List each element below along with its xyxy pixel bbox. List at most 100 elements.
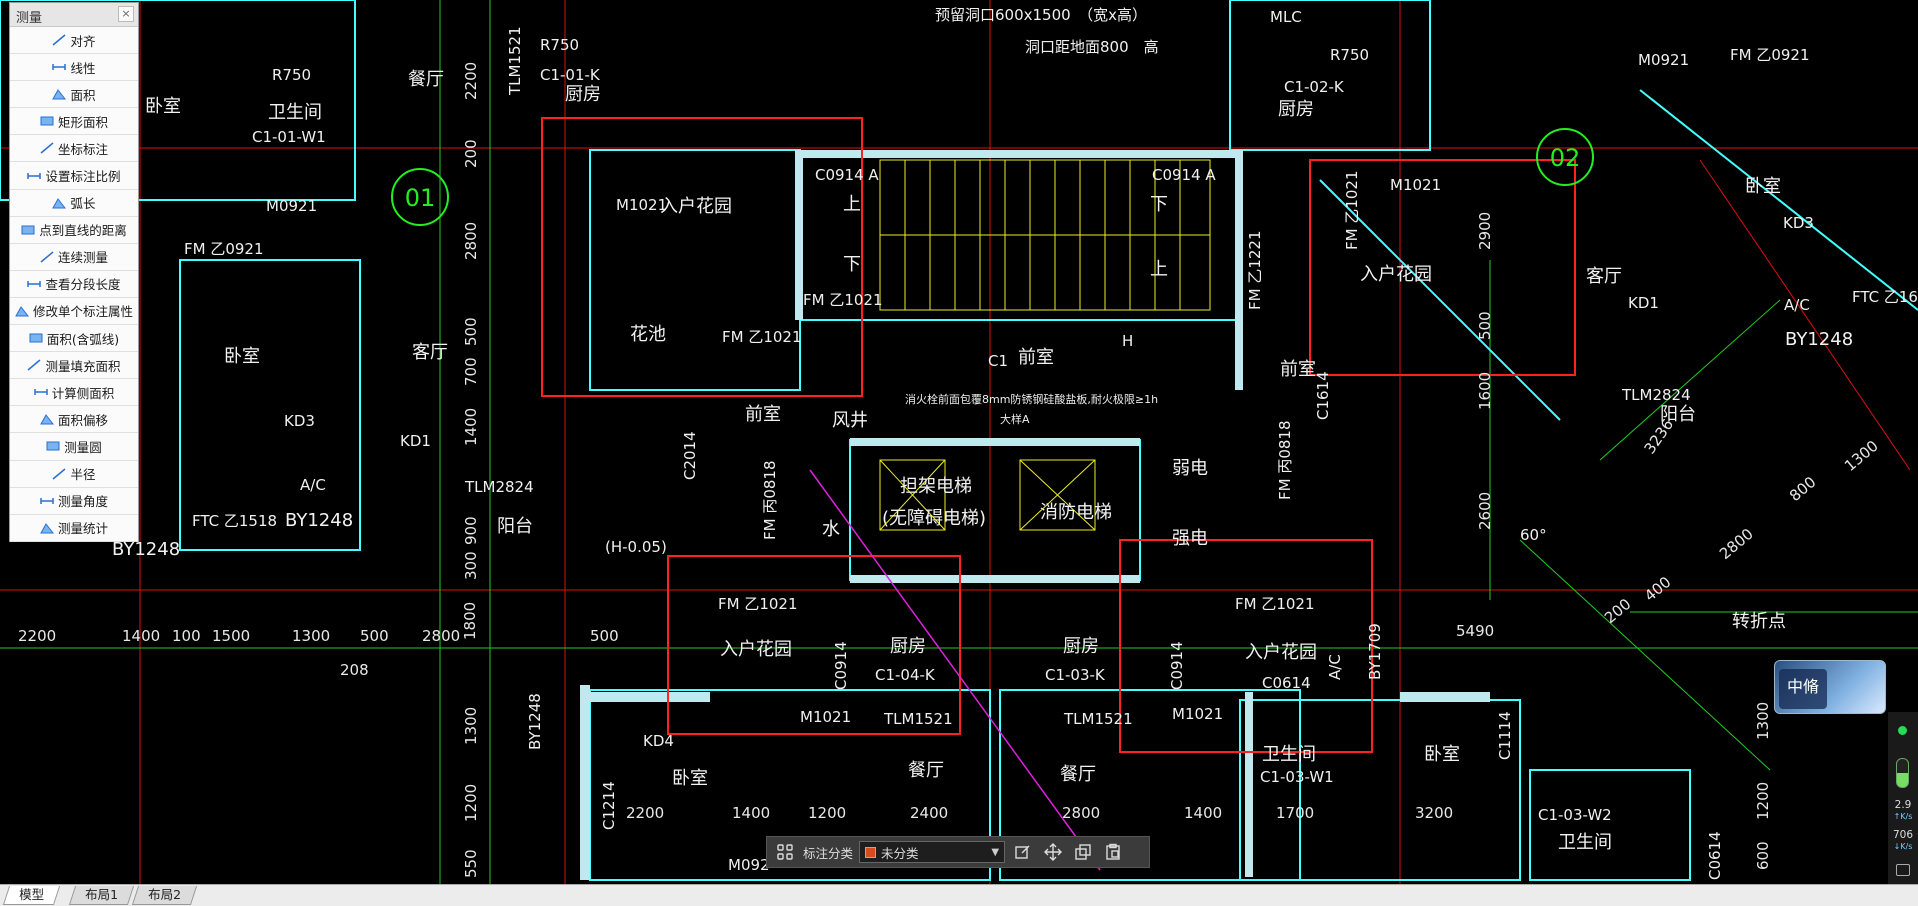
measure-item-scale[interactable]: 设置标注比例 [10,162,138,190]
move-icon[interactable] [1041,841,1065,863]
svg-text:2400: 2400 [910,804,948,822]
cad-drawing-canvas[interactable]: 卧室 卫生间 C1-01-W1 R750 餐厅 厨房 C1-01-K R750 … [0,0,1918,884]
svg-text:A/C: A/C [1326,654,1344,680]
svg-text:上: 上 [843,194,861,215]
svg-text:下: 下 [1150,194,1168,215]
svg-text:前室: 前室 [1018,347,1054,368]
svg-text:预留洞口600x1500 （宽x高）: 预留洞口600x1500 （宽x高） [935,6,1147,24]
svg-text:卫生间: 卫生间 [268,102,322,123]
tab-layout-1[interactable]: 布局1 [68,886,135,905]
area-offset-icon [40,413,55,425]
measure-item-area-offset[interactable]: 面积偏移 [10,406,138,434]
svg-text:餐厅: 餐厅 [908,760,944,781]
svg-text:消防电梯: 消防电梯 [1040,502,1112,523]
svg-text:C0614: C0614 [1706,831,1724,880]
close-icon[interactable]: × [118,6,134,22]
svg-text:C1214: C1214 [600,781,618,830]
category-label: 标注分类 [803,845,854,861]
svg-text:厨房: 厨房 [565,84,601,105]
svg-text:C1: C1 [988,352,1008,370]
copy-icon[interactable] [1071,841,1095,863]
measure-item-arc-length[interactable]: 弧长 [10,189,138,217]
measure-item-fill-area[interactable]: 测量填充面积 [10,352,138,380]
measure-item-statistics[interactable]: 测量统计 [10,514,138,542]
svg-text:700: 700 [462,357,480,386]
svg-text:M1021: M1021 [1390,176,1441,194]
continuous-measure-icon [40,251,54,263]
svg-text:FM 乙1021: FM 乙1021 [803,291,883,309]
measure-item-label: 对齐 [70,33,96,49]
measure-panel-header[interactable]: 测量 × [10,3,138,27]
svg-text:R750: R750 [272,66,311,84]
measure-panel-title: 测量 [16,11,43,26]
measure-item-rect-area[interactable]: 矩形面积 [10,108,138,136]
linear-dimension-icon [52,61,67,73]
svg-text:2200: 2200 [626,804,664,822]
svg-text:900: 900 [462,516,480,545]
measure-item-arc-area[interactable]: 面积(含弧线) [10,325,138,353]
svg-text:前室: 前室 [745,404,781,425]
svg-text:FTC 乙1518: FTC 乙1518 [192,512,277,530]
svg-text:餐厅: 餐厅 [1060,764,1096,785]
svg-text:1200: 1200 [1754,782,1772,820]
svg-text:A/C: A/C [300,476,326,494]
svg-text:KD3: KD3 [284,412,315,430]
svg-text:BY1248: BY1248 [526,693,544,750]
svg-text:卧室: 卧室 [672,768,708,789]
leader-line [809,469,1101,871]
measure-item-area[interactable]: 面积 [10,81,138,109]
fill-area-icon [27,359,41,371]
svg-text:550: 550 [462,849,480,878]
measure-item-angle[interactable]: 测量角度 [10,487,138,515]
selection-rectangles [541,117,1576,753]
paste-icon[interactable] [1101,841,1125,863]
svg-text:入户花园: 入户花园 [1360,264,1432,285]
measure-item-side-area[interactable]: 计算侧面积 [10,379,138,407]
measure-panel: 测量 × 对齐线性面积矩形面积坐标标注设置标注比例弧长点到直线的距离连续测量查看… [9,2,139,542]
svg-text:FM 乙1021: FM 乙1021 [722,328,802,346]
svg-text:FM 乙1021: FM 乙1021 [1343,170,1361,250]
measure-item-label: 连续测量 [57,250,108,266]
svg-text:R750: R750 [1330,46,1369,64]
measure-item-point-line-distance[interactable]: 点到直线的距离 [10,216,138,244]
svg-text:KD1: KD1 [1628,294,1659,312]
svg-text:卫生间: 卫生间 [1558,832,1612,853]
download-speed: 706 ↓K/s [1892,829,1914,852]
svg-text:阳台: 阳台 [1660,404,1696,425]
svg-text:客厅: 客厅 [1586,266,1622,287]
tab-model[interactable]: 模型 [2,886,61,905]
measure-item-radius[interactable]: 半径 [10,460,138,488]
category-select[interactable]: 未分类 ▼ [859,841,1006,863]
svg-text:厨房: 厨房 [1063,636,1099,657]
tab-layout-2[interactable]: 布局2 [131,886,198,905]
measure-item-edit-annotation[interactable]: 修改单个标注属性 [10,297,138,326]
svg-text:C0914 A: C0914 A [1152,166,1216,184]
measure-item-circle-measure[interactable]: 测量圆 [10,433,138,461]
measure-item-label: 查看分段长度 [45,277,121,293]
svg-text:餐厅: 餐厅 [408,69,444,90]
svg-text:C1114: C1114 [1496,711,1514,760]
measure-item-segment-length[interactable]: 查看分段长度 [10,270,138,298]
measure-item-coordinate[interactable]: 坐标标注 [10,135,138,163]
svg-text:1400: 1400 [732,804,770,822]
svg-text:5490: 5490 [1456,622,1494,640]
edit-icon[interactable] [1011,841,1035,863]
svg-text:100: 100 [172,627,201,645]
camera-icon[interactable] [1896,864,1910,876]
svg-text:转折点: 转折点 [1732,611,1786,632]
measure-item-label: 坐标标注 [57,141,108,157]
measure-item-aligned-dimension[interactable]: 对齐 [10,27,138,55]
svg-text:下: 下 [843,254,861,275]
grid-menu-icon[interactable] [773,841,797,863]
svg-text:01: 01 [405,184,436,212]
svg-text:200: 200 [462,139,480,168]
svg-text:C2014: C2014 [681,431,699,480]
svg-text:卧室: 卧室 [224,346,260,367]
network-status-column: 2.9 ↑K/s 706 ↓K/s [1888,712,1918,884]
category-selected-value: 未分类 [881,845,919,861]
coordinate-icon [40,142,54,154]
floating-game-widget[interactable]: 中脩 [1774,660,1886,714]
measure-item-continuous-measure[interactable]: 连续测量 [10,243,138,271]
measure-item-linear-dimension[interactable]: 线性 [10,54,138,82]
svg-text:大样A: 大样A [1000,412,1030,426]
